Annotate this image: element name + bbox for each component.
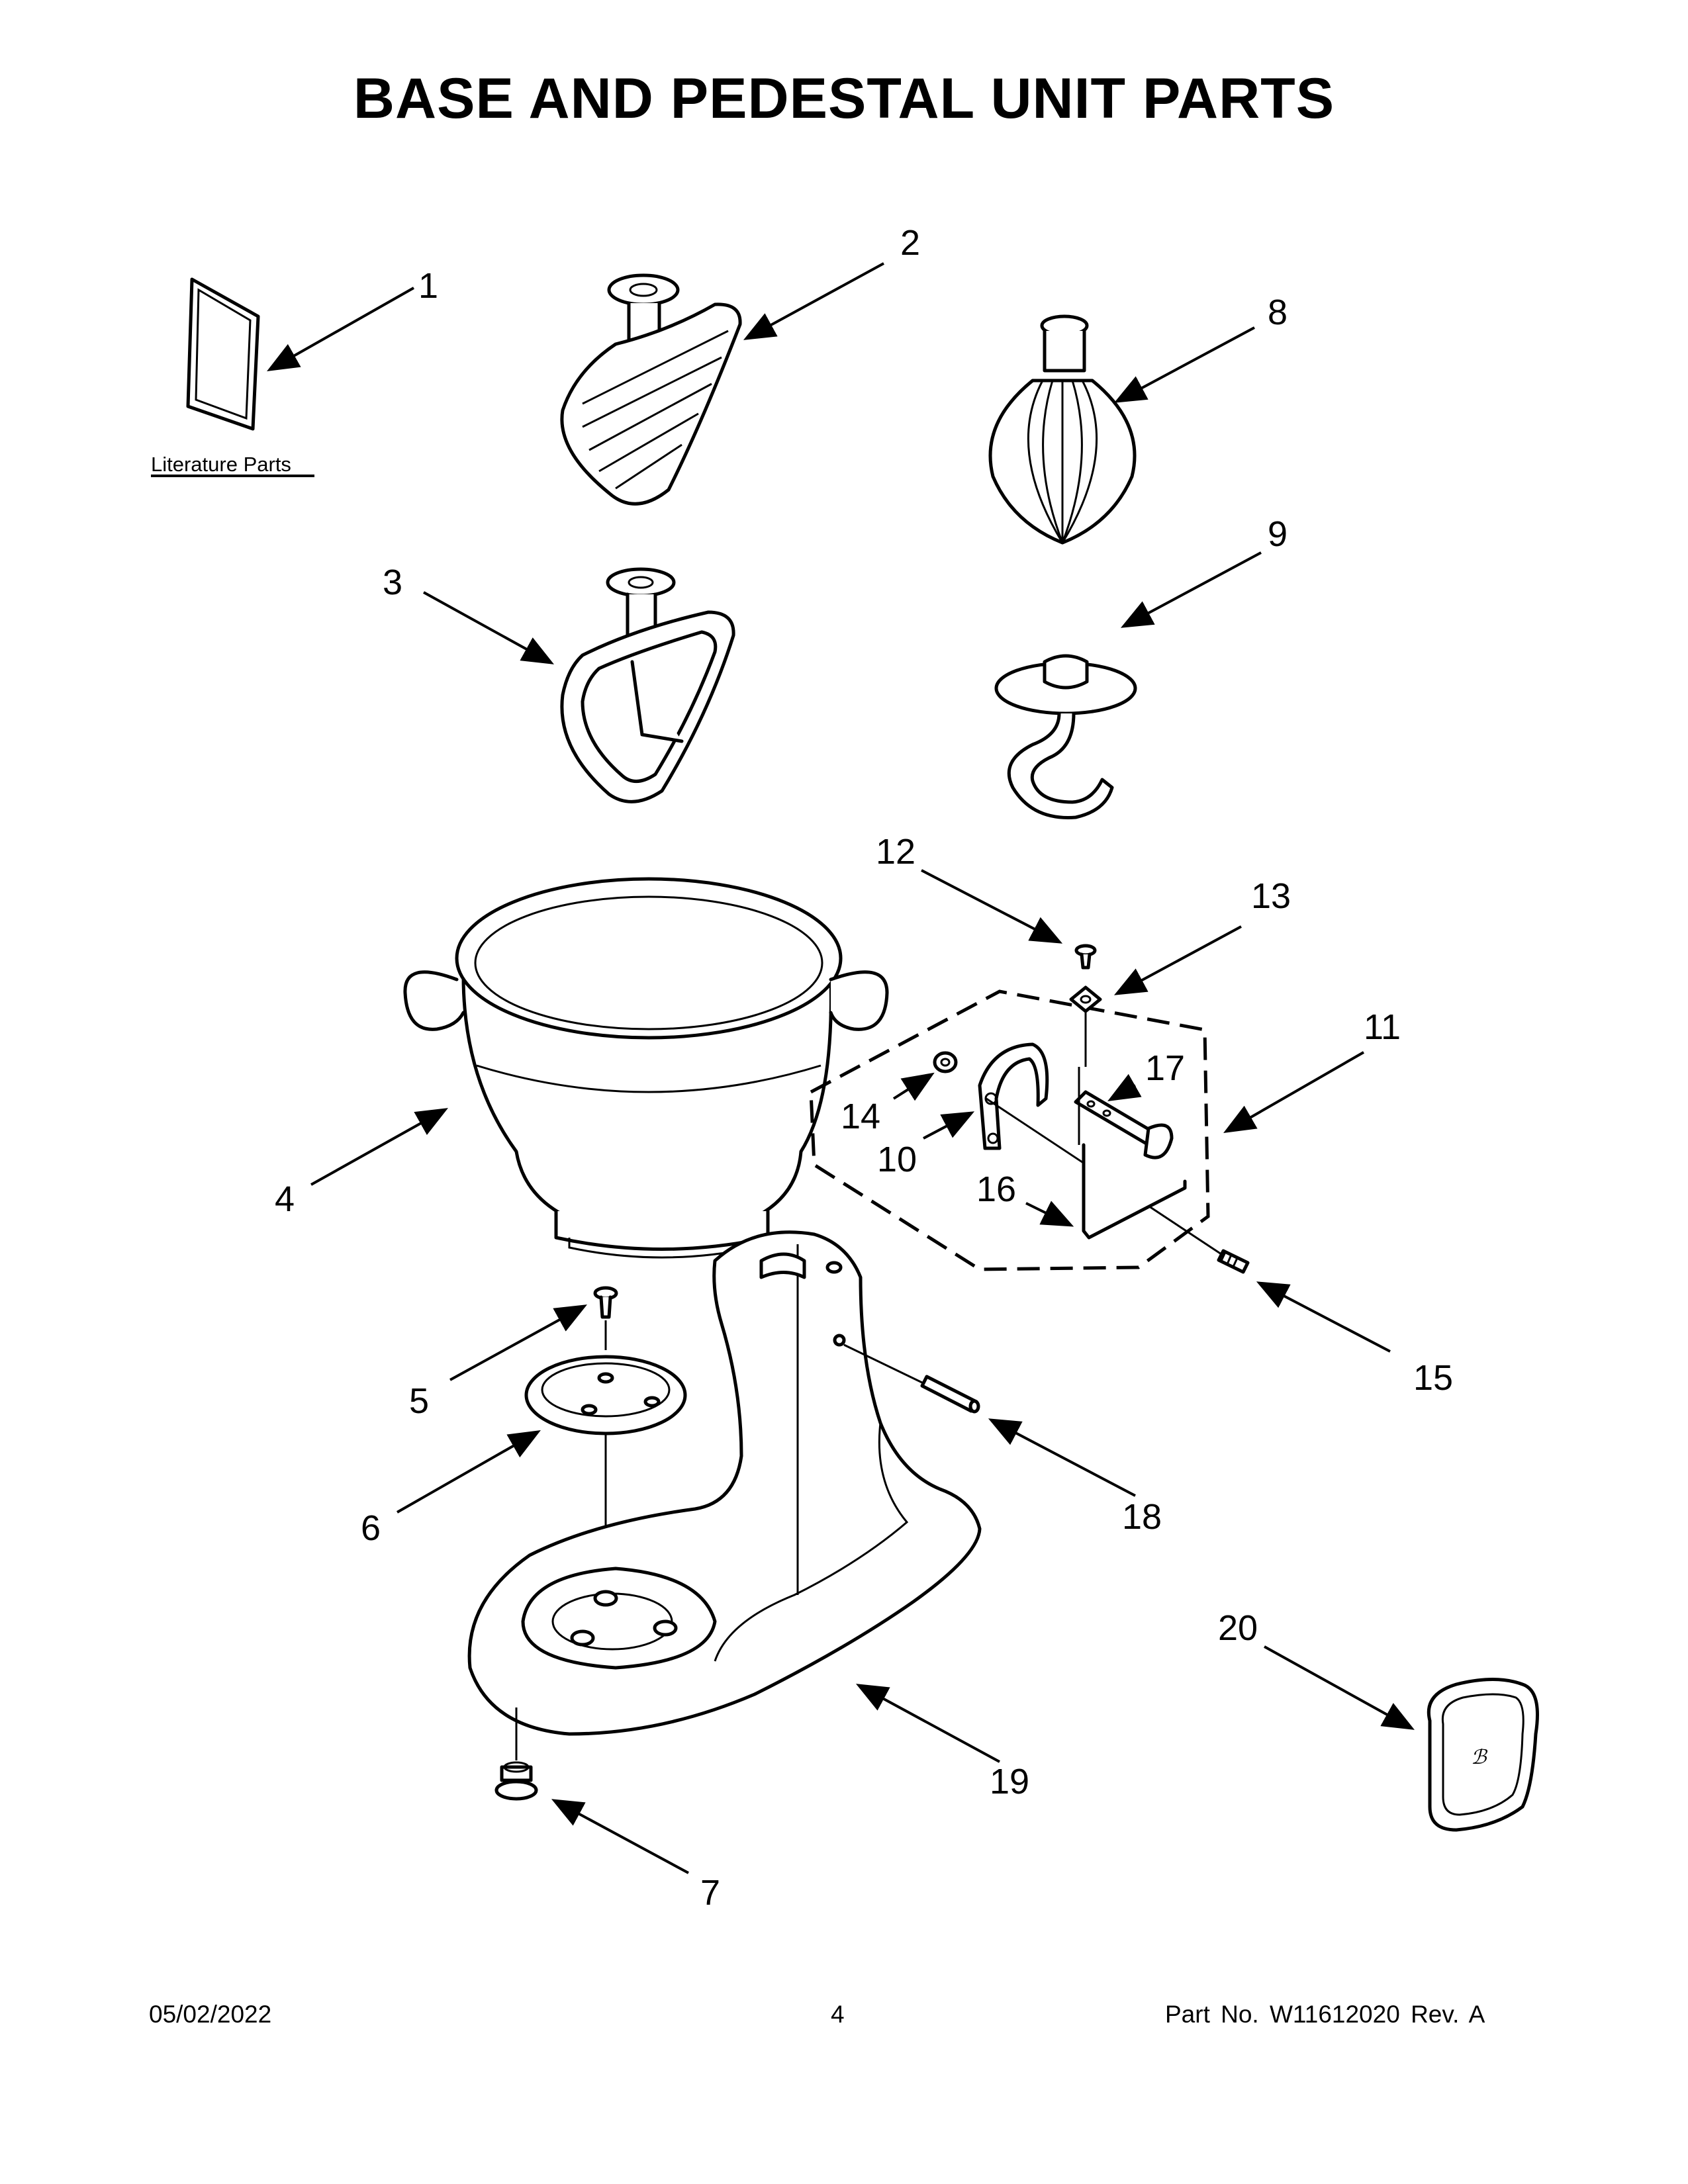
leader-9 [1120,551,1262,628]
callout-20: 20 [1218,1608,1258,1648]
leader-12 [921,869,1063,944]
part-hinge-pin [843,1343,980,1414]
part-stud-15 [1217,1249,1250,1274]
leader-11 [1223,1051,1364,1133]
part-flat-beater [560,567,735,803]
callout-19: 19 [990,1762,1029,1801]
part-washer-13 [1069,985,1102,1067]
callout-17: 17 [1145,1048,1185,1088]
callout-6: 6 [361,1508,381,1548]
part-wire-whip [988,314,1137,545]
badge-logo-mark: ℬ [1471,1746,1488,1769]
footer-page-number: 4 [831,2001,845,2028]
callout-11: 11 [1364,1007,1401,1047]
leader-20 [1264,1645,1415,1730]
leader-4 [310,1108,448,1186]
leader-16 [1025,1201,1074,1227]
leader-2 [743,262,884,340]
callout-13: 13 [1251,876,1291,916]
footer-date: 05/02/2022 [149,2001,272,2028]
leader-10 [923,1111,975,1140]
callout-9: 9 [1268,514,1288,554]
part-pedestal-base [467,1230,982,1760]
leader-arrows [267,262,1415,1874]
callout-10: 10 [877,1140,917,1179]
part-foot [494,1761,538,1801]
callout-12: 12 [876,832,915,872]
part-literature-booklet: Literature Parts [151,277,314,477]
leader-14 [892,1072,935,1101]
leader-18 [988,1418,1136,1497]
part-dough-hook [994,654,1137,819]
callout-16: 16 [976,1169,1016,1209]
leader-13 [1113,925,1242,995]
callout-8: 8 [1268,293,1288,332]
part-lock-lever-17 [1074,1090,1174,1160]
page-title: BASE AND PEDESTAL UNIT PARTS [353,67,1335,130]
callout-7: 7 [700,1873,720,1913]
leader-1 [267,287,414,371]
leader-8 [1113,326,1255,403]
leader-7 [551,1799,689,1874]
part-clamping-plate [524,1355,687,1578]
literature-parts-label: Literature Parts [151,453,291,476]
part-screw-12 [1074,944,1097,970]
leader-15 [1256,1281,1391,1353]
leader-6 [397,1430,541,1514]
assembly-11-outline [809,989,1210,1271]
callout-18: 18 [1122,1497,1162,1537]
part-spring-16 [1078,1067,1187,1240]
part-mixing-bowl [403,877,889,1259]
leader-17 [1107,1073,1142,1101]
pin-guide-line [843,1343,924,1385]
callout-14: 14 [841,1097,880,1136]
leader-19 [855,1684,1000,1763]
callout-2: 2 [900,223,920,263]
part-flex-edge-beater [560,273,742,506]
callout-5: 5 [409,1381,429,1421]
part-washer-14 [933,1051,958,1073]
callout-3: 3 [383,563,402,602]
callout-numbers: 1 2 3 4 5 6 7 8 9 10 11 12 13 14 15 16 1… [275,223,1453,1913]
leader-5 [449,1304,588,1381]
part-screw-5 [593,1286,618,1350]
callout-15: 15 [1413,1358,1453,1398]
callout-1: 1 [418,266,438,306]
leader-3 [423,591,555,664]
part-badge: ℬ [1427,1678,1539,1832]
callout-4: 4 [275,1179,295,1219]
footer-part-number: Part No. W11612020 Rev. A [1165,2001,1485,2028]
